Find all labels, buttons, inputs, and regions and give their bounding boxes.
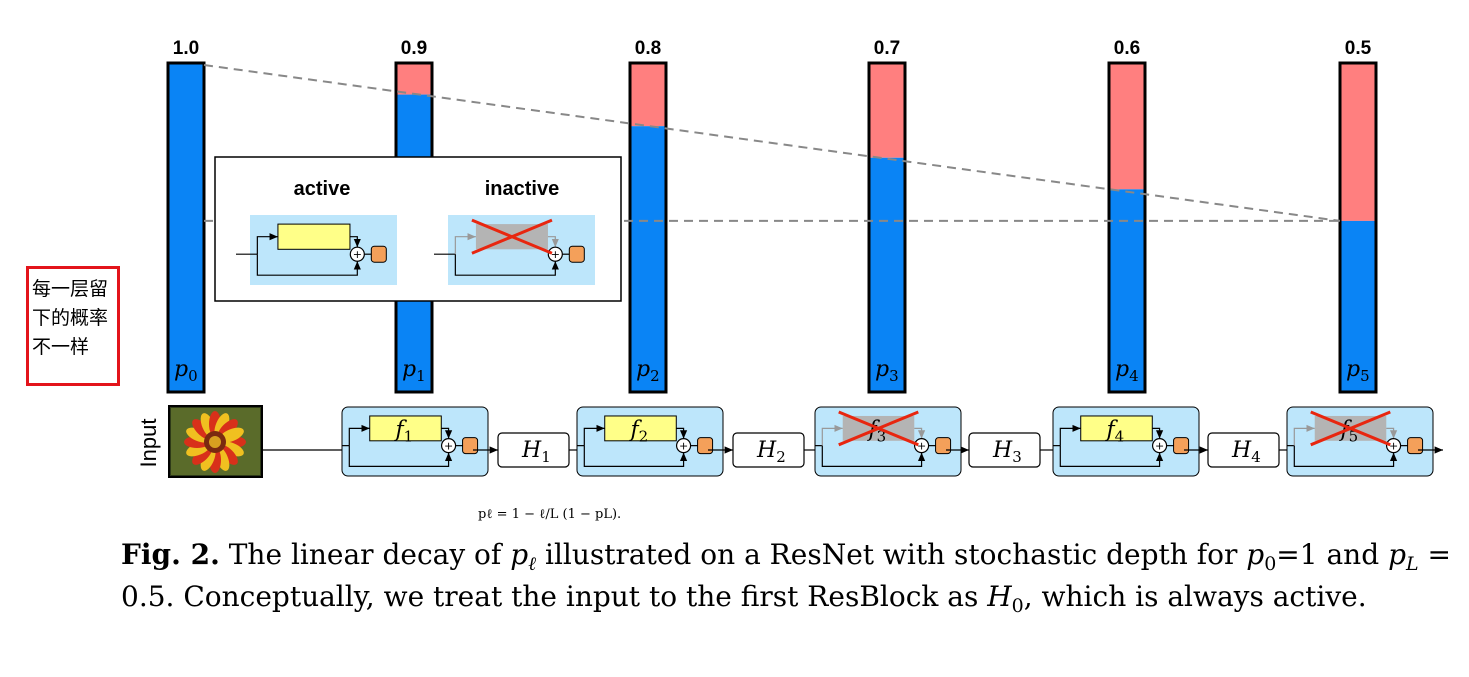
bar-p-label: p5 xyxy=(1346,357,1370,385)
bar-p-label: p1 xyxy=(402,357,426,385)
branch-output-line xyxy=(441,427,453,439)
residual-function xyxy=(369,415,442,442)
bar-drop-segment xyxy=(1109,63,1145,190)
bar-value-label: 0.7 xyxy=(874,38,900,59)
residual-function xyxy=(277,223,351,250)
residual-function xyxy=(604,415,677,442)
bar-outline xyxy=(867,61,907,394)
inactive-block: +f3 xyxy=(814,406,962,477)
branch-line xyxy=(454,233,476,255)
branch-output-line xyxy=(547,236,559,248)
skip-connection xyxy=(1293,445,1398,467)
h-node: H3 xyxy=(968,432,1041,468)
bar-drop-segment xyxy=(630,63,666,127)
legend: active inactive + + xyxy=(214,156,622,302)
input-label: Input xyxy=(136,419,161,468)
bar-outline xyxy=(628,61,668,394)
active-block: +f1 xyxy=(341,406,489,477)
branch-line xyxy=(1059,424,1081,446)
active-block: + xyxy=(236,215,397,285)
activation-node xyxy=(1407,437,1424,455)
bar-p-label: p0 xyxy=(174,357,198,385)
input-image xyxy=(168,405,263,478)
branch-line xyxy=(583,424,605,446)
activation-node xyxy=(935,437,952,455)
bar-drop-segment xyxy=(1340,63,1376,221)
annotation-note: 每一层留 下的概率 不一样 xyxy=(26,266,120,386)
activation-node xyxy=(697,437,714,455)
h-node: H2 xyxy=(732,432,805,468)
h-node-label: H3 xyxy=(992,438,1022,466)
plus-icon: + xyxy=(1389,440,1398,453)
decay-line xyxy=(203,64,1341,222)
branch-line xyxy=(821,424,843,446)
bar-drop-segment xyxy=(869,63,905,158)
activation-node xyxy=(568,245,585,263)
bar-outline xyxy=(166,61,206,394)
skip-connection xyxy=(454,254,559,276)
legend-inactive-title: inactive xyxy=(485,178,559,200)
bar-value-label: 0.6 xyxy=(1114,38,1140,59)
cross-icon xyxy=(471,218,553,255)
h-node-label: H2 xyxy=(756,438,786,466)
bar-keep-segment xyxy=(168,63,204,392)
bar-p-label: p2 xyxy=(636,357,660,385)
h-node-label: H4 xyxy=(1231,438,1261,466)
cross-icon xyxy=(838,410,919,447)
legend-active-title: active xyxy=(294,178,351,200)
caption-fig-label: Fig. 2. xyxy=(121,538,220,571)
branch-output-line xyxy=(676,427,688,439)
residual-function xyxy=(1080,415,1153,442)
decay-formula: pℓ = 1 − ℓ/L (1 − pL). xyxy=(478,507,621,522)
figure-caption: Fig. 2. The linear decay of pℓ illustrat… xyxy=(121,538,1452,617)
branch-output-line xyxy=(914,427,926,439)
plus-icon: + xyxy=(1155,440,1164,453)
bar-outline xyxy=(1338,61,1378,394)
skip-connection xyxy=(1059,445,1164,467)
skip-connection xyxy=(821,445,926,467)
bar-p-label: p4 xyxy=(1115,357,1139,385)
activation-node xyxy=(1173,437,1190,455)
activation-node xyxy=(462,437,479,455)
branch-line xyxy=(1293,424,1315,446)
bar-value-label: 1.0 xyxy=(173,38,199,59)
activation-node xyxy=(370,245,387,263)
plus-icon: + xyxy=(551,248,560,261)
h-node: H4 xyxy=(1207,432,1280,468)
skip-connection xyxy=(256,254,361,276)
bar-keep-segment xyxy=(1340,220,1376,392)
bar-drop-segment xyxy=(396,63,432,95)
branch-line xyxy=(348,424,370,446)
branch-output-line xyxy=(1386,427,1398,439)
flower-core xyxy=(209,436,221,448)
skip-connection xyxy=(583,445,688,467)
plus-icon: + xyxy=(917,440,926,453)
bar-keep-segment xyxy=(869,157,905,392)
branch-output-line xyxy=(1152,427,1164,439)
plus-icon: + xyxy=(444,440,453,453)
active-block: +f2 xyxy=(576,406,724,477)
inactive-block: +f5 xyxy=(1286,406,1434,477)
stochastic-depth-diagram: 1.0 p0 0.9 p1 0.8 p2 0.7 p3 0.6 p4 0.5 p5 active inac… xyxy=(136,38,1443,522)
bar-value-label: 0.5 xyxy=(1345,38,1372,59)
plus-icon: + xyxy=(679,440,688,453)
inactive-block: + xyxy=(434,215,595,285)
plus-icon: + xyxy=(353,248,362,261)
bar-keep-segment xyxy=(1109,189,1145,392)
active-block: +f4 xyxy=(1052,406,1200,477)
cross-icon xyxy=(1310,410,1391,447)
branch-output-line xyxy=(349,236,361,248)
branch-line xyxy=(256,233,278,255)
bar-outline xyxy=(1107,61,1147,394)
skip-connection xyxy=(348,445,453,467)
h-node: H1 xyxy=(497,432,570,468)
bar-keep-segment xyxy=(630,126,666,392)
bar-value-label: 0.9 xyxy=(401,38,427,59)
bar-p-label: p3 xyxy=(875,357,899,385)
bar-value-label: 0.8 xyxy=(635,38,661,59)
h-node-label: H1 xyxy=(521,438,551,466)
